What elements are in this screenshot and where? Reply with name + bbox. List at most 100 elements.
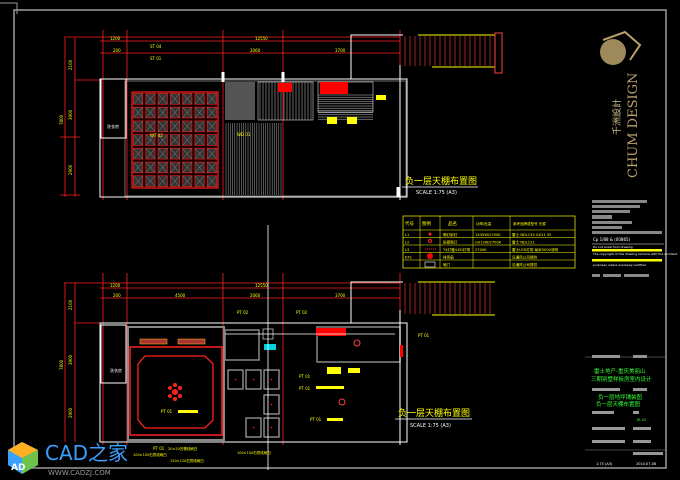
notes-block: Cp 1/88 & (00865) Do not scale from draw…	[592, 200, 678, 277]
client-name: 雷士地产-重庆美丽山	[594, 367, 646, 375]
legend-cell: 雷士 NDL133 GX11 35	[512, 232, 551, 237]
material-tag: PT 01	[299, 386, 311, 391]
room-label: 洗衣房	[107, 123, 119, 129]
legend-cell: 雷士 NDL121	[512, 240, 535, 245]
cyan-fixture	[264, 344, 276, 350]
ceiling-panel-cross	[182, 107, 193, 119]
material-tag: PT 01	[310, 417, 322, 422]
wall-panel	[263, 417, 280, 438]
panel-light	[252, 378, 255, 381]
ceiling-panel-cross	[194, 148, 205, 160]
cursor-pickbox	[262, 328, 274, 340]
legend-cell: 雷士LED灯带 每米5000流明	[512, 247, 558, 252]
ceiling-panel-cross	[170, 93, 180, 105]
ceiling-panel-cross	[207, 161, 217, 173]
title-block: 雷士地产-重庆美丽山 三期别墅样板房室内设计 负一层地坪铺装图 负一层天棚布置图…	[585, 355, 666, 466]
note-line: purposes unless expressly certified	[593, 263, 646, 267]
material-tag: WT 02	[150, 133, 163, 138]
exhaust-fan-symbol-icon	[427, 253, 433, 259]
stair-lines	[259, 82, 373, 120]
dim-label: 200	[113, 48, 121, 53]
legend-cell: 筒灯射灯	[443, 232, 458, 237]
dim-label: 12550	[255, 283, 268, 288]
fixture-block	[320, 82, 348, 94]
stair-room	[257, 81, 314, 121]
legend-header: 功率/色温	[476, 221, 492, 226]
ceiling-panel-cross	[182, 134, 193, 146]
ceiling-panel-cross	[133, 161, 143, 173]
ceiling-panel-cross	[182, 161, 193, 173]
ceiling-panel-cross	[170, 161, 180, 173]
legend-cell: L3	[405, 248, 409, 252]
dim-label: 12550	[255, 36, 268, 41]
column	[494, 32, 503, 74]
ceiling-panel-cross	[207, 93, 217, 105]
legend-cell: 2700K	[475, 248, 487, 252]
hidden-door-symbol-icon	[424, 261, 436, 268]
panel-light	[270, 378, 273, 381]
ceiling-panel-cross	[194, 134, 205, 146]
legend-header: 代号	[405, 220, 414, 227]
callout-note: 100×100石膏线刷白	[133, 452, 167, 457]
title-scale: 1:75 (A3)	[596, 462, 613, 466]
ceiling-panel-cross	[145, 134, 156, 146]
legend-cell: L1	[405, 233, 409, 237]
ceiling-panel-cross	[157, 120, 168, 132]
project-name: 三期别墅样板房室内设计	[591, 375, 652, 383]
panel-light	[270, 426, 273, 429]
material-tag: PT 01	[299, 374, 311, 379]
note-line: The copyright of this drawing remains wi…	[592, 252, 678, 256]
toilet-room	[225, 82, 255, 120]
wall-panel	[263, 369, 280, 390]
legend-cell: 见通风公司提供	[512, 262, 538, 267]
plan-title: 负一层天棚布置图	[405, 175, 477, 187]
notes-heading: Cp 1/88 & (00865)	[593, 237, 631, 242]
ceiling-panel-cross	[133, 93, 143, 105]
ceiling-panel-cross	[145, 107, 156, 119]
legend-cell: GX13W/2700K	[475, 241, 502, 245]
legend-cell: 见通风公司提供	[512, 255, 538, 260]
ceiling-panel-cross	[145, 148, 156, 160]
ceiling-medallion-icon	[168, 383, 182, 401]
stair-lines	[404, 283, 491, 314]
logo-figure-icon	[600, 39, 626, 65]
fixture-block	[327, 117, 337, 124]
dim-label: 4500	[175, 293, 186, 298]
sheet-frame	[13, 9, 667, 469]
dim-label: 3900	[68, 109, 73, 120]
ceiling-panel-cross	[145, 161, 156, 173]
stair-lines	[225, 123, 282, 195]
title-date: 2010.07.08	[636, 462, 656, 466]
dim-label: 1200	[110, 283, 121, 288]
ceiling-panel-cross	[157, 148, 168, 160]
drawing-number: JR-03	[636, 418, 646, 422]
wall-panel	[245, 369, 262, 390]
material-tag: PT 02	[237, 310, 249, 315]
panel-light	[270, 403, 273, 406]
fog-light-symbol-icon	[428, 239, 432, 243]
ceiling-panel-cross	[133, 148, 143, 160]
callout-note: 120×120石膏线刷白	[170, 458, 204, 463]
room-label: 洗衣房	[110, 367, 122, 373]
watermark-name: CAD之家	[45, 441, 128, 465]
ceiling-panel-cross	[207, 134, 217, 146]
dim-label: 2100	[68, 299, 73, 310]
drawing-name: 负一层地坪铺装图	[598, 393, 643, 401]
dim-label: 7800	[59, 114, 64, 125]
ceiling-panel-cross	[157, 175, 168, 187]
ceiling-panel-cross	[133, 107, 143, 119]
ceiling-panel-cross	[157, 134, 168, 146]
wall-panels	[227, 369, 280, 438]
legend-cell: T4灯管/LED灯带	[442, 247, 471, 252]
legend-cell: 1X35W/2700K	[475, 233, 501, 237]
material-tag: PT 02	[296, 310, 308, 315]
legend-header: 参考品牌或型号 光源	[513, 221, 546, 226]
wall-panel	[245, 417, 262, 438]
logo-text-cn: 千洲設計	[611, 99, 623, 135]
ceiling-panel-cross	[194, 107, 205, 119]
dim-label: 3700	[335, 293, 346, 298]
ceiling-panel-cross	[182, 93, 193, 105]
ceiling-panel-cross	[182, 120, 193, 132]
wall-panel	[227, 369, 244, 390]
